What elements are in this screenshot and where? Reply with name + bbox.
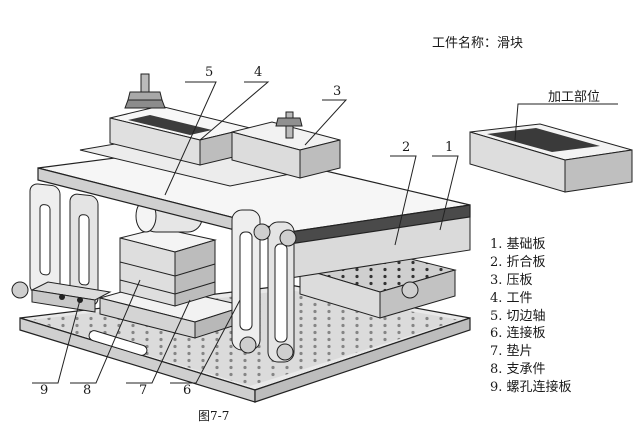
part-number-3: 3 [333, 84, 342, 99]
legend-item-8: 8. 支承件 [490, 362, 546, 378]
legend-item-7: 7. 垫片 [490, 344, 533, 360]
part-number-4: 4 [254, 65, 263, 80]
legend-item-3: 3. 压板 [490, 272, 533, 288]
legend-item-9: 9. 螺孔连接板 [490, 380, 572, 396]
part-number-6: 6 [183, 383, 192, 398]
legend-item-1: 1. 基础板 [490, 237, 546, 252]
machining-location-inset [469, 103, 633, 193]
part-number-5: 5 [205, 65, 214, 80]
part-number-9: 9 [40, 383, 49, 398]
machining-location-label: 加工部位 [548, 90, 601, 105]
spacer-stack [119, 227, 217, 307]
part-number-2: 2 [402, 140, 411, 155]
clamp-plate [231, 111, 341, 179]
legend-item-2: 2. 折合板 [490, 254, 546, 270]
parts-legend: 1. 基础板 2. 折合板 3. 压板 4. 工件 5. 切边轴 6. 连接板 … [490, 236, 572, 397]
workpiece-title: 工件名称：滑块 [432, 36, 524, 51]
legend-item-6: 6. 连接板 [490, 326, 546, 342]
figure-caption: 图7-7 [198, 409, 230, 423]
legend-item-4: 4. 工件 [490, 290, 533, 306]
part-number-7: 7 [139, 383, 148, 398]
connecting-plate-right [11, 209, 419, 363]
part-number-1: 1 [445, 140, 454, 155]
leader-lines [32, 81, 459, 384]
legend-item-5: 5. 切边轴 [490, 308, 546, 324]
part-number-8: 8 [83, 383, 92, 398]
connecting-plate-left [29, 183, 112, 313]
